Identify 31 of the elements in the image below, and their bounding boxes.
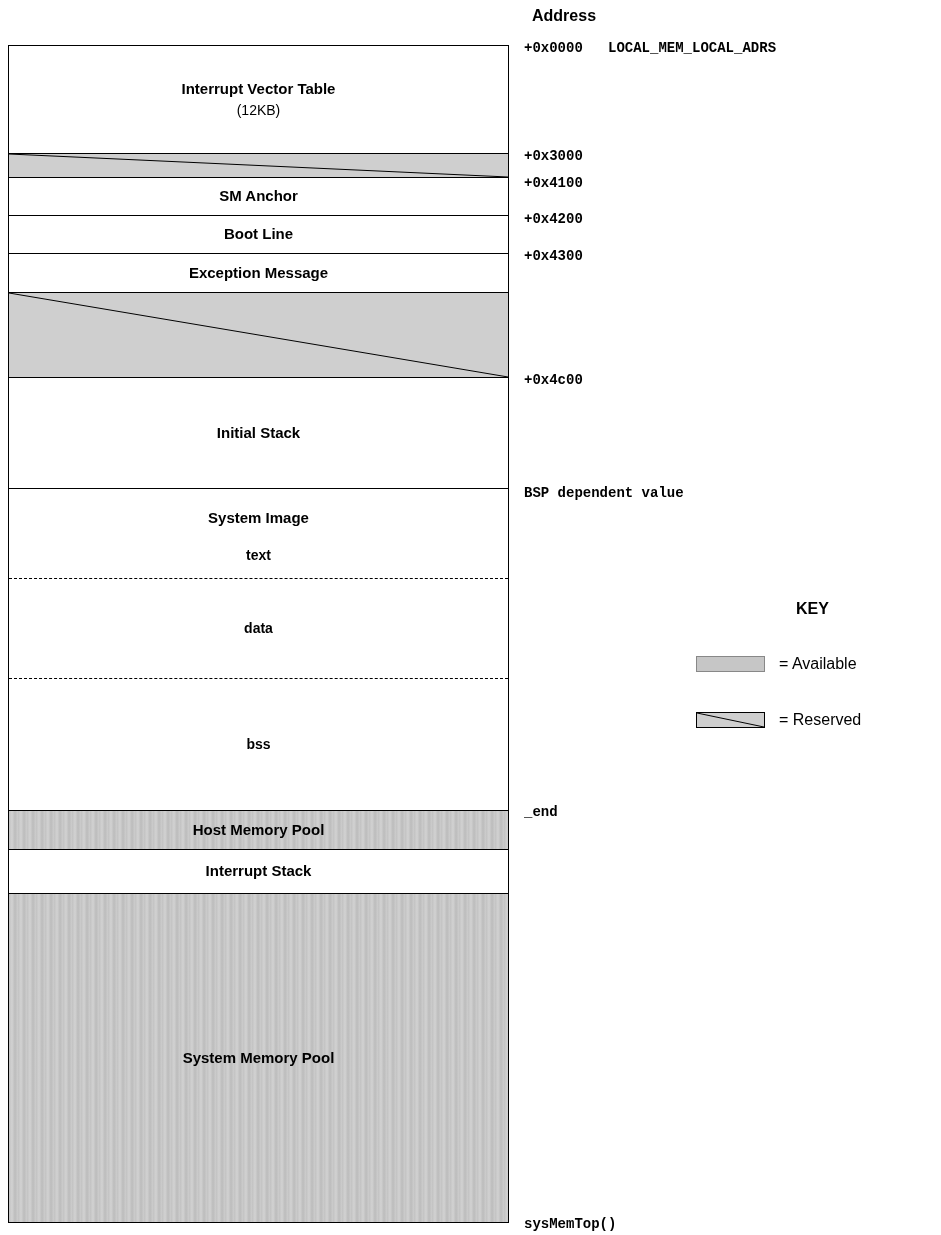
address-label: +0x0000	[524, 39, 583, 58]
reserved-region	[9, 154, 508, 178]
region-label: System Memory Pool	[182, 1047, 335, 1068]
region-label: SM Anchor	[219, 186, 298, 207]
legend-label: = Reserved	[779, 710, 862, 730]
legend-label: = Available	[779, 654, 857, 674]
region-label: Interrupt Vector Table	[181, 78, 336, 99]
address-label: +0x4100	[524, 174, 583, 193]
region-label: Initial Stack	[216, 422, 301, 443]
size-note: (12KB)	[236, 101, 281, 121]
address-label: +0x4200	[524, 210, 583, 229]
region-label: Interrupt Stack	[205, 861, 312, 882]
address-label: LOCAL_MEM_LOCAL_ADRS	[608, 39, 777, 58]
reserved-region	[9, 293, 508, 378]
section-label: bss	[246, 735, 271, 755]
address-label: +0x4c00	[524, 371, 583, 390]
available-region	[9, 894, 508, 1223]
section-label: data	[244, 619, 273, 639]
region-label: Boot Line	[223, 224, 294, 245]
heading: Address	[532, 6, 597, 26]
region-label: System Image	[208, 508, 309, 529]
region-label: Exception Message	[188, 262, 329, 283]
address-label: +0x4300	[524, 247, 583, 266]
available-region	[9, 811, 508, 850]
section-label: text	[246, 546, 271, 566]
region-label: Host Memory Pool	[192, 819, 325, 840]
address-label: _end	[524, 803, 558, 822]
address-label: sysMemTop()	[524, 1215, 617, 1234]
address-label: +0x3000	[524, 147, 583, 166]
address-label: BSP dependent value	[524, 484, 684, 503]
heading: KEY	[796, 599, 829, 619]
